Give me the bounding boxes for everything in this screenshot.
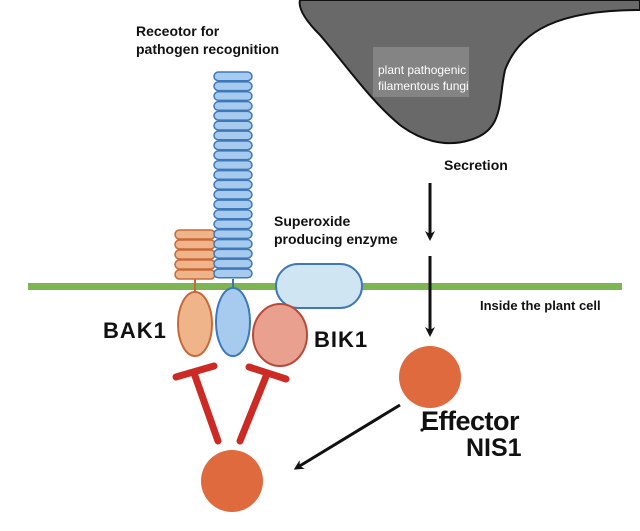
receptor-lrr-segment bbox=[213, 71, 253, 82]
fungus-shape bbox=[298, 0, 640, 145]
receptor-lrr-segment bbox=[213, 219, 253, 230]
receptor-lrr-segment bbox=[213, 120, 253, 131]
bak1-kinase bbox=[177, 291, 213, 357]
receptor-ectodomain bbox=[213, 71, 253, 279]
bik1-kinase bbox=[252, 303, 308, 367]
receptor-lrr-segment bbox=[213, 169, 253, 181]
receptor-lrr-segment bbox=[213, 81, 253, 92]
superoxide-label-line2: producing enzyme bbox=[274, 231, 398, 247]
receptor-lrr-segment bbox=[213, 199, 253, 210]
effector-label: Effector bbox=[421, 406, 520, 436]
receptor-lrr-segment bbox=[213, 130, 253, 141]
fungi-label-box bbox=[373, 47, 469, 97]
bak1-ectodomain bbox=[174, 229, 216, 280]
receptor-lrr-segment bbox=[213, 189, 253, 200]
receptor-lrr-segment bbox=[213, 258, 253, 269]
receptor-label-line2: pathogen recognition bbox=[136, 41, 280, 57]
receptor-kinase bbox=[215, 287, 251, 357]
superoxide-label-line1: Superoxide bbox=[274, 213, 351, 229]
inside-cell-label: Inside the plant cell bbox=[480, 298, 601, 313]
fungi-label-line1: plant pathogenic bbox=[378, 63, 467, 77]
receptor-lrr-segment bbox=[213, 110, 253, 121]
receptor-lrr-segment bbox=[213, 268, 253, 279]
fungi-label: plant pathogenic filamentous fungi bbox=[378, 62, 469, 94]
receptor-lrr-segment bbox=[213, 238, 253, 250]
secretion-label: Secretion bbox=[444, 157, 508, 173]
fungi-label-line2: filamentous fungi bbox=[378, 79, 469, 93]
receptor-lrr-segment bbox=[213, 140, 253, 151]
stray-dot bbox=[420, 428, 424, 432]
receptor-lrr-segment bbox=[213, 90, 253, 102]
effector-circle-secreted bbox=[399, 346, 461, 408]
receptor-lrr-segment bbox=[213, 100, 253, 112]
receptor-label: Receotor for pathogen recognition bbox=[136, 22, 279, 58]
superoxide-enzyme bbox=[275, 263, 363, 309]
effector-path-arrow bbox=[293, 403, 401, 470]
effector-circle-target bbox=[201, 450, 263, 512]
receptor-lrr-segment bbox=[213, 179, 253, 190]
receptor-lrr-segment bbox=[213, 150, 253, 161]
receptor-lrr-segment bbox=[213, 228, 253, 240]
superoxide-label: Superoxide producing enzyme bbox=[274, 212, 398, 248]
receptor-label-line1: Receotor for bbox=[136, 23, 220, 39]
inhibition-left bbox=[172, 362, 222, 445]
inhibition-right bbox=[236, 363, 290, 445]
nis1-label: NIS1 bbox=[466, 434, 522, 462]
bak1-label: BAK1 bbox=[103, 318, 167, 343]
receptor-lrr-segment bbox=[213, 209, 253, 220]
receptor-lrr-segment bbox=[213, 248, 253, 259]
bik1-label: BIK1 bbox=[314, 327, 369, 352]
receptor-lrr-segment bbox=[213, 159, 253, 171]
